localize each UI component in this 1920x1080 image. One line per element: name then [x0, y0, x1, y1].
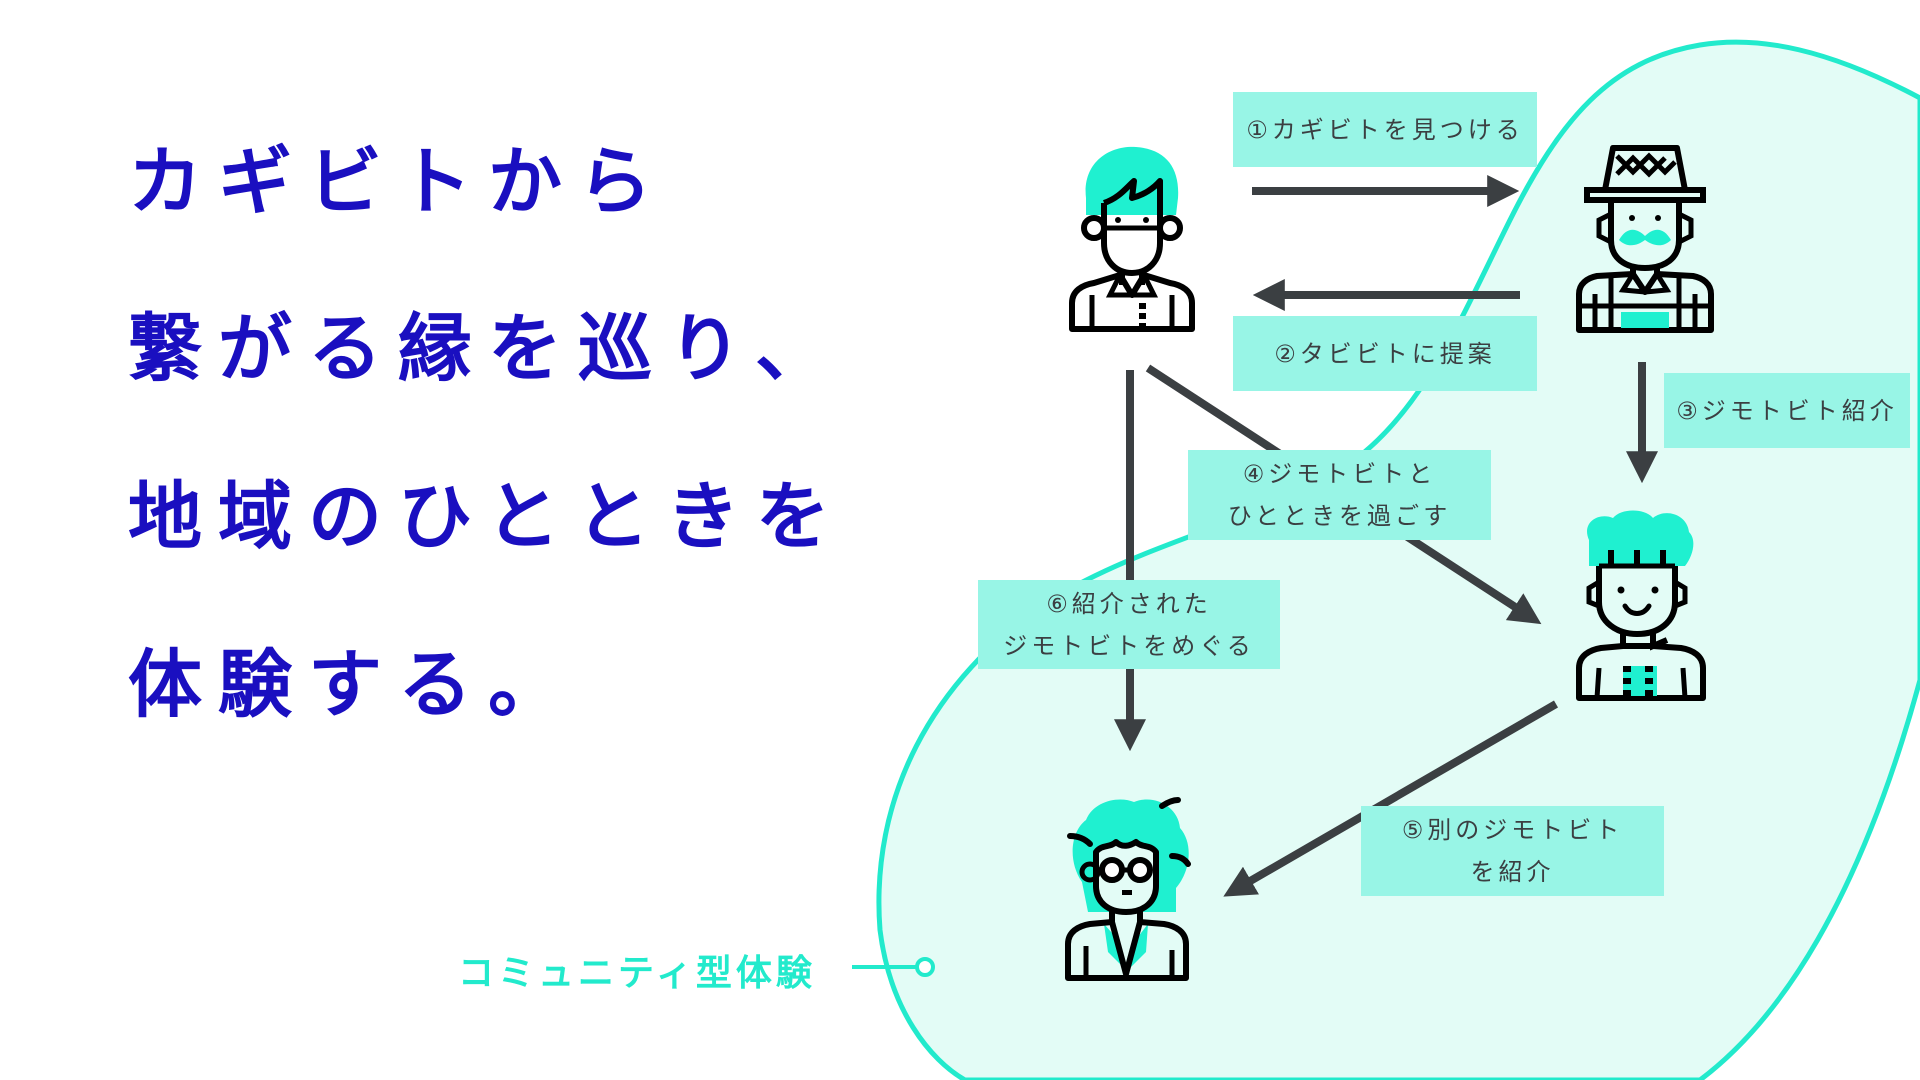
headline-line-4: 体験する。 [128, 642, 578, 728]
headline-line-1: カギビトから [128, 139, 668, 225]
community-experience-label: コミュニティ型体験 [458, 953, 816, 994]
step-label-1: ①カギビトを見つける [1233, 92, 1537, 167]
step-label-1-line-1: ①カギビトを見つける [1246, 115, 1524, 144]
arrow-step-5 [1223, 700, 1559, 897]
step-label-5-line-2: を紹介 [1470, 858, 1555, 886]
step-label-2-line-1: ②タビビトに提案 [1274, 339, 1496, 368]
curly-hair-glasses-person-icon [1065, 797, 1191, 981]
masked-person-icon [1069, 146, 1195, 332]
step-label-6-line-1: ⑥紹介された [1046, 589, 1212, 618]
step-label-5-line-1: ⑤別のジモトビト [1401, 816, 1624, 844]
headline-line-3: 地域のひとときを [128, 474, 846, 560]
step-label-4: ④ジモトビトと ひとときを過ごす [1188, 450, 1491, 540]
step-label-3: ③ジモトビト紹介 [1664, 373, 1910, 448]
headline-line-2: 繋がる縁を巡り、 [128, 306, 846, 392]
farmer-person-icon [1576, 145, 1714, 333]
community-region [876, 39, 1920, 1080]
step-label-6: ⑥紹介された ジモトビトをめぐる [978, 580, 1280, 669]
step-label-4-line-1: ④ジモトビトと [1242, 460, 1437, 488]
step-label-2: ②タビビトに提案 [1233, 316, 1537, 391]
step-label-3-line-1: ③ジモトビト紹介 [1676, 396, 1898, 425]
step-label-5: ⑤別のジモトビト を紹介 [1361, 806, 1664, 896]
region-connector-dot [915, 957, 935, 977]
step-label-6-line-2: ジモトビトをめぐる [1003, 631, 1255, 660]
chef-person-icon [1576, 510, 1706, 701]
step-label-4-line-2: ひとときを過ごす [1227, 502, 1452, 530]
